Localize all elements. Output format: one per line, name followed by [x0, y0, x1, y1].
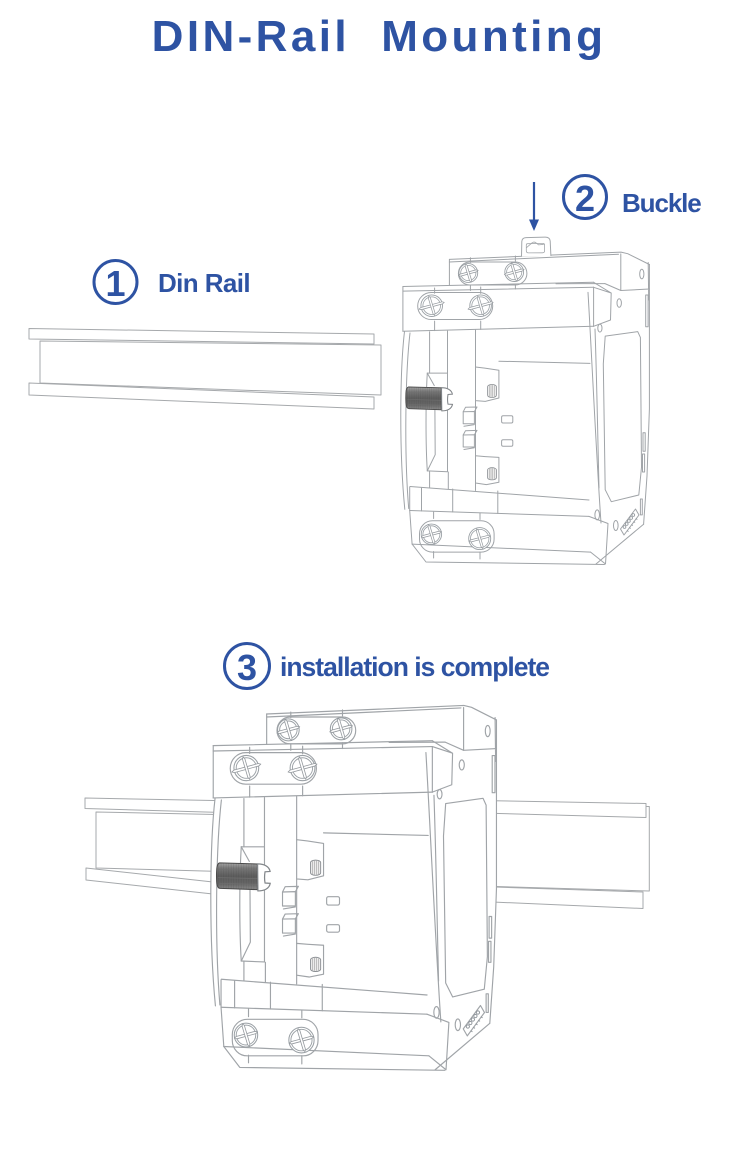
svg-text:1: 1: [105, 263, 125, 304]
svg-text:2: 2: [575, 178, 595, 219]
svg-text:Din Rail: Din Rail: [158, 268, 250, 298]
svg-text:3: 3: [237, 647, 257, 688]
svg-text:installation is complete: installation is complete: [280, 652, 549, 682]
svg-text:Buckle: Buckle: [622, 188, 701, 218]
